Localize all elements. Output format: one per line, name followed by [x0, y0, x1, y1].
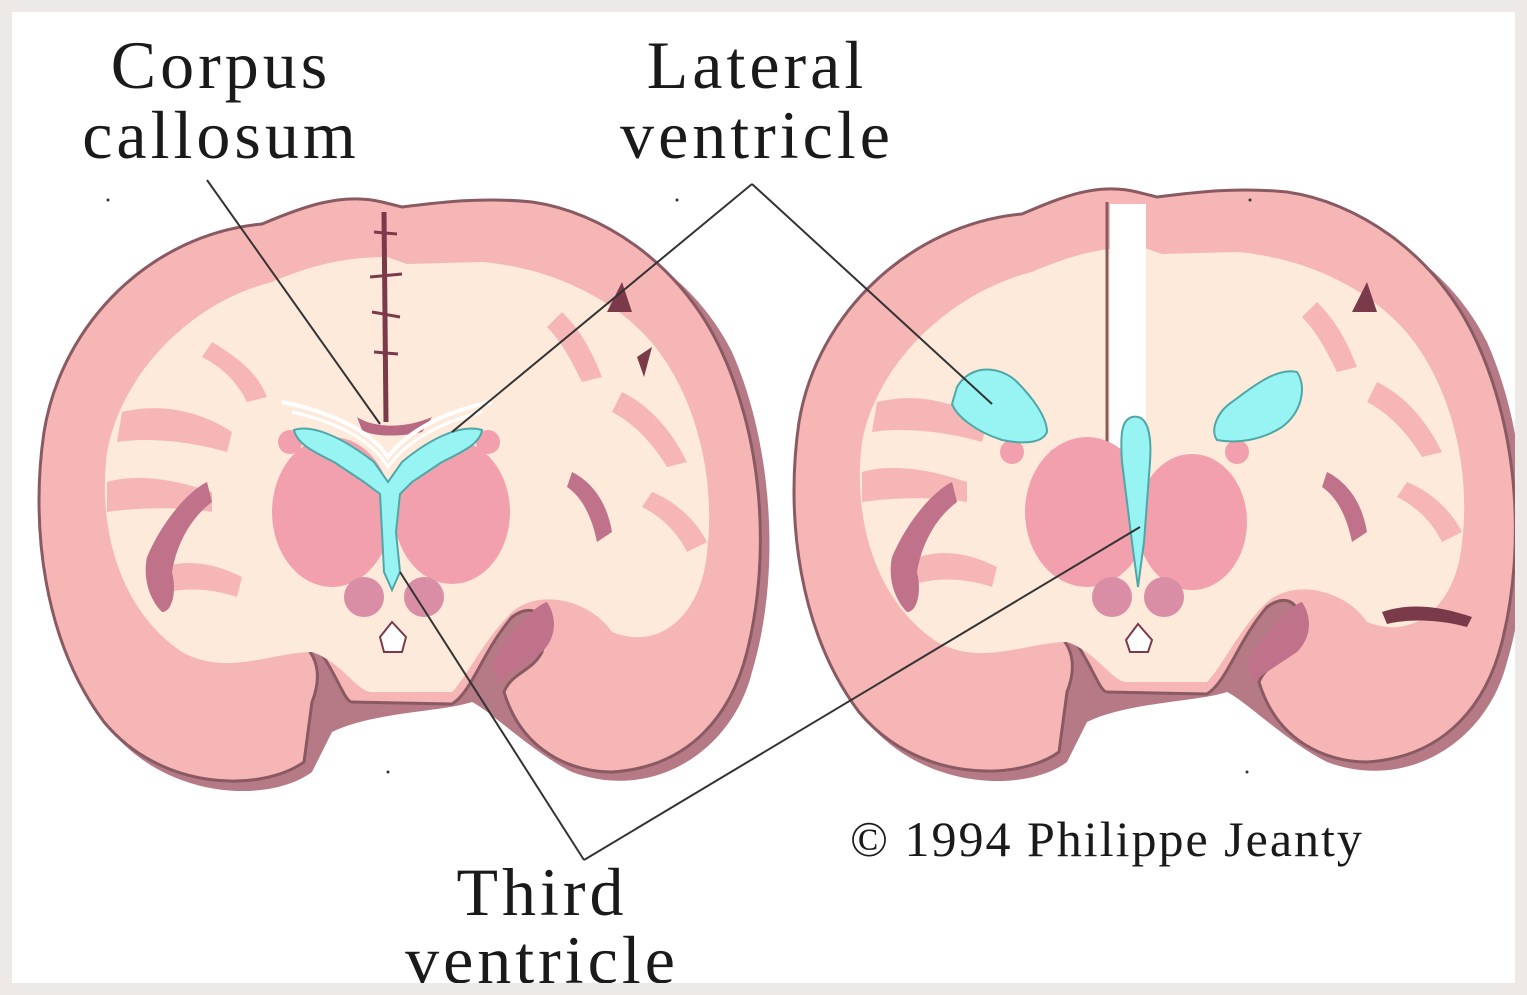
third-ventricle-label-line-2: ventricle	[372, 926, 712, 994]
corpus-callosum-label-line-1: Corpus	[56, 30, 386, 100]
third-ventricle-label-line-1: Third	[372, 858, 712, 926]
corpus-callosum-label-line-2: callosum	[56, 100, 386, 170]
right-brain-section	[794, 189, 1524, 781]
lateral-ventricle-label-line-2: ventricle	[587, 100, 927, 170]
copyright-notice: © 1994 Philippe Jeanty	[850, 810, 1364, 868]
left-longitudinal-fissure	[384, 212, 386, 422]
left-brain-section	[39, 199, 769, 791]
lateral-ventricle-label: Lateral ventricle	[587, 30, 927, 170]
third-ventricle-label: Third ventricle	[372, 858, 712, 994]
corpus-callosum-label: Corpus callosum	[56, 30, 386, 170]
right-widened-fissure	[1110, 204, 1146, 454]
lateral-ventricle-label-line-1: Lateral	[587, 30, 927, 100]
